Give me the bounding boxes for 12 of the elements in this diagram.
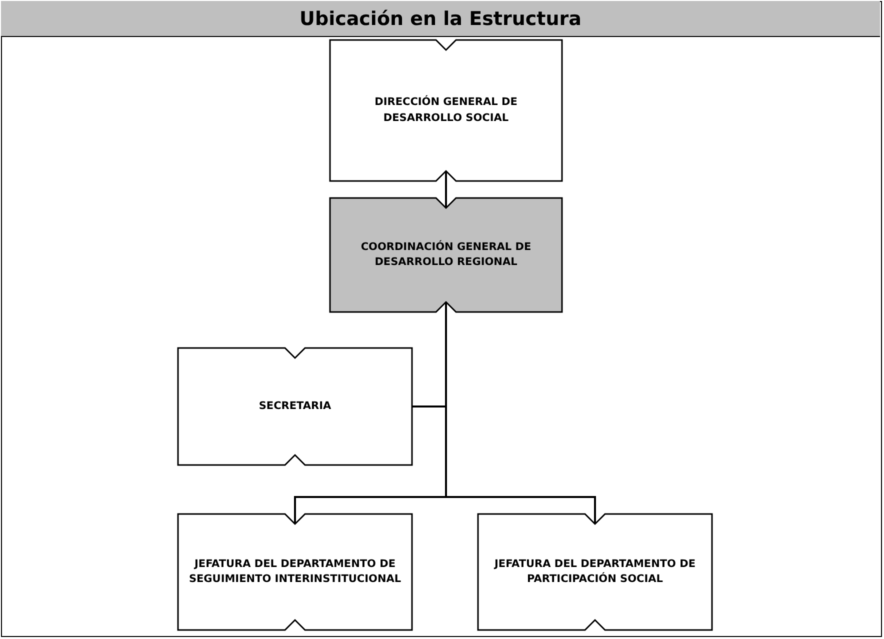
- title-bar: Ubicación en la Estructura: [1, 1, 880, 37]
- org-box: [178, 514, 412, 630]
- box-label: SECRETARIA: [258, 398, 332, 414]
- box-label: JEFATURA DEL DEPARTAMENTO DE SEGUIMIENTO INTERINSTITUCIONAL: [188, 556, 402, 587]
- connector-line: [445, 171, 447, 208]
- box-label: COORDINACIÓN GENERAL DE DESARROLLO REGIONAL: [360, 240, 532, 270]
- box-label: DIRECCIÓN GENERAL DE DESARROLLO SOCIAL: [374, 95, 518, 126]
- org-box: [330, 40, 562, 181]
- org-box: [178, 348, 412, 465]
- org-box: [330, 198, 562, 312]
- box-label: JEFATURA DEL DEPARTAMENTO DE PARTICIPACIÓN SOCIAL: [492, 556, 697, 587]
- org-box: [478, 514, 712, 630]
